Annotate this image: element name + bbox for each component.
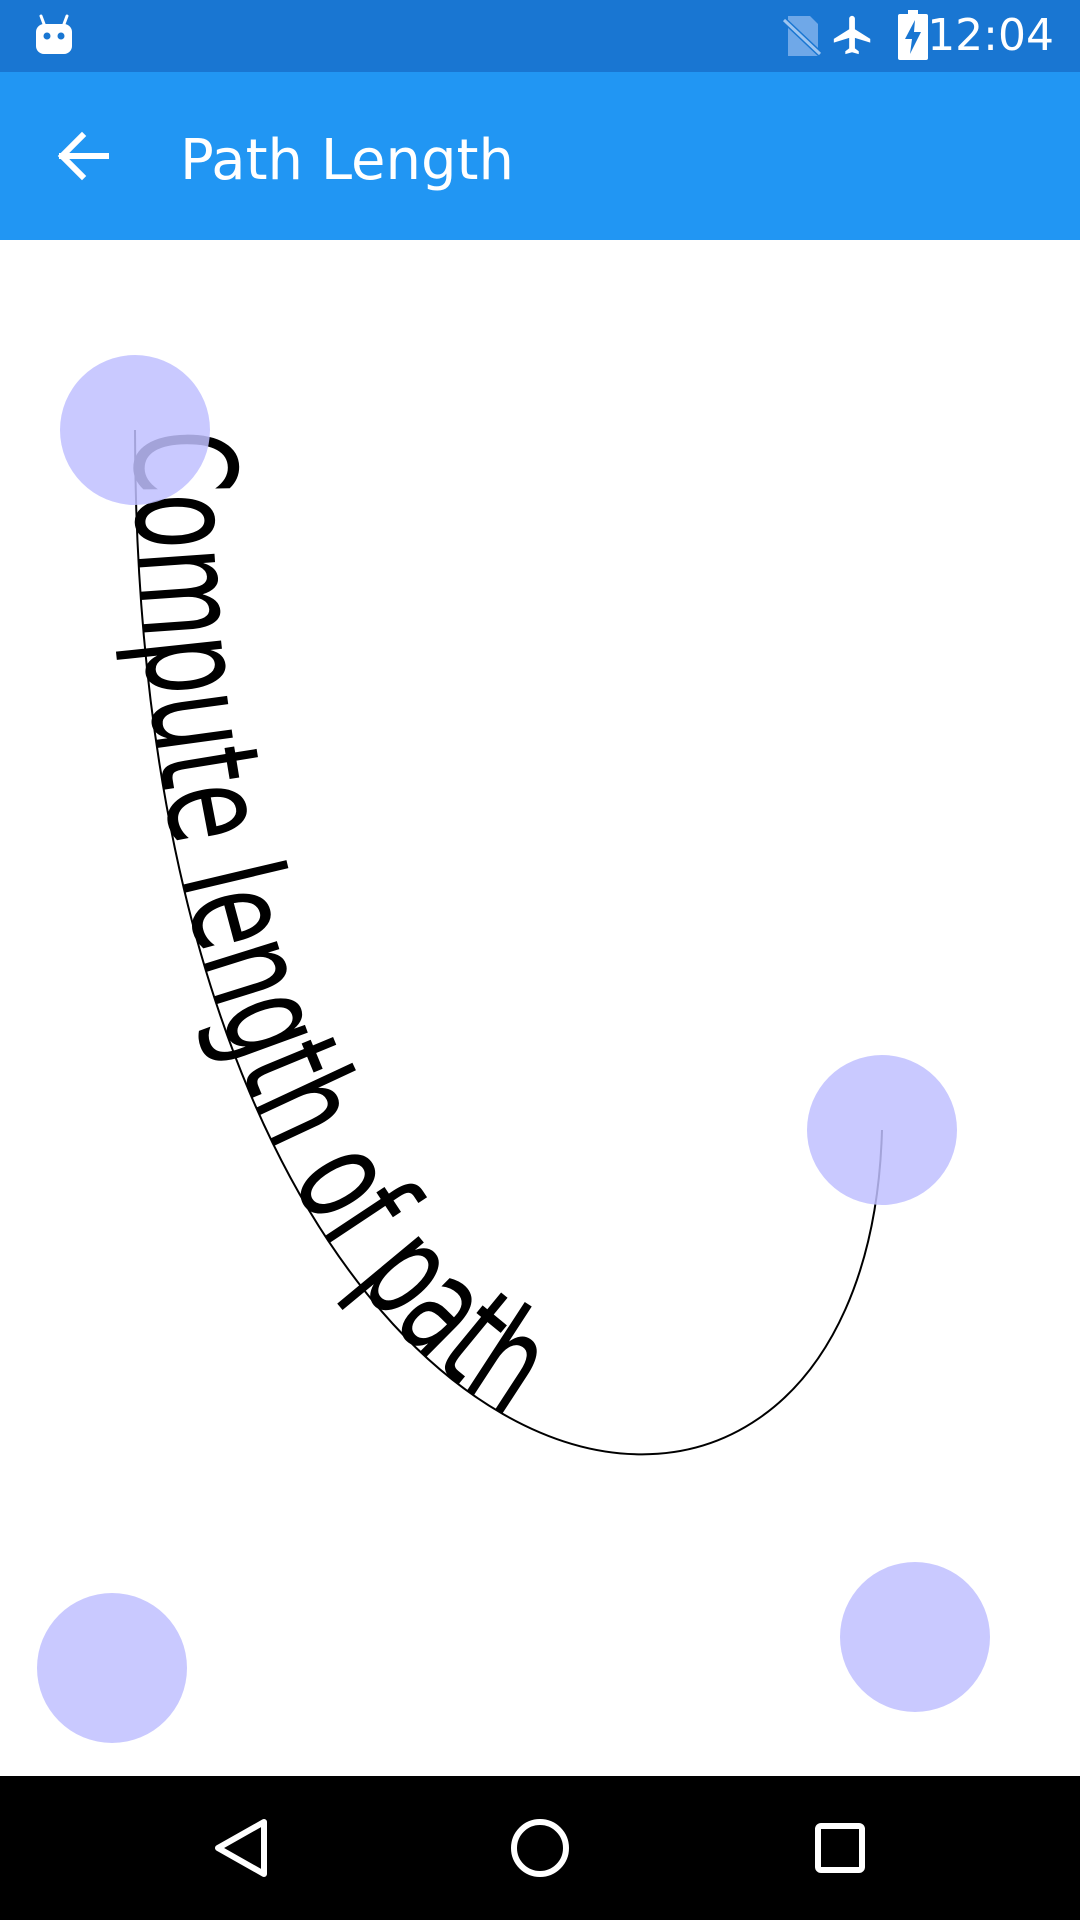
no-sim-icon [782, 16, 822, 57]
control-point-1-handle[interactable] [37, 1593, 187, 1743]
end-point-handle[interactable] [807, 1055, 957, 1205]
airplane-mode-icon [833, 15, 871, 55]
status-bar: 12:04 [0, 0, 1080, 72]
app-bar: Path Length [0, 72, 1080, 240]
control-point-2-handle[interactable] [840, 1562, 990, 1712]
start-point-handle[interactable] [60, 355, 210, 505]
page-title: Path Length [180, 128, 514, 193]
bezier-canvas[interactable]: Compute length of path [0, 240, 1080, 1776]
recents-square-icon[interactable] [788, 1796, 892, 1900]
navigation-bar [0, 1776, 1080, 1920]
android-notification-icon [36, 14, 72, 54]
battery-charging-icon [898, 10, 928, 60]
path-text: Compute length of path [101, 429, 579, 1447]
clock: 12:04 [927, 10, 1054, 61]
arrow-back-icon[interactable] [40, 112, 128, 200]
home-circle-icon[interactable] [488, 1796, 592, 1900]
back-triangle-icon[interactable] [188, 1796, 292, 1900]
